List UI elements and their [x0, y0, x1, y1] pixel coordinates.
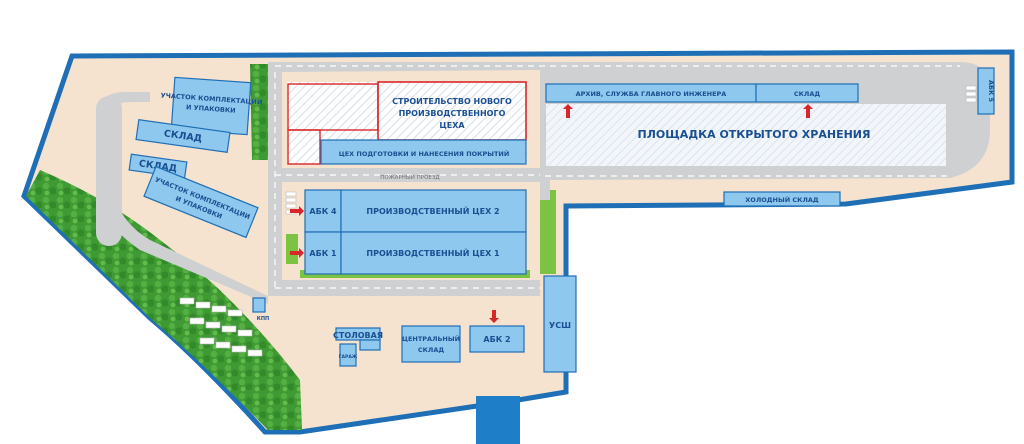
canteen-wing	[359, 339, 381, 351]
cold-warehouse[interactable]	[723, 191, 841, 207]
entrance-arrow-icon	[563, 104, 573, 118]
shop1-label: ПРОИЗВОДСТВЕННЫЙ ЦЕХ 1	[366, 247, 500, 258]
warehouse-ne[interactable]	[755, 83, 859, 103]
entrance-arrow-icon	[803, 104, 813, 118]
warehouse-w1[interactable]	[135, 119, 231, 153]
central-warehouse-label-line2: СКЛАД	[418, 346, 445, 354]
kpp-building[interactable]	[252, 297, 266, 313]
warehouse-ne-label: СКЛАД	[794, 90, 821, 98]
canteen-label: СТОЛОВАЯ	[333, 331, 383, 340]
warehouse-w1-label: СКЛАД	[163, 128, 203, 144]
ussh-label: УСШ	[549, 321, 571, 330]
fire-passage-label: ПОЖАРНЫЙ ПРОЕЗД	[380, 174, 440, 181]
ussh-building[interactable]	[543, 275, 577, 373]
abk1-building[interactable]	[304, 231, 342, 275]
entrance-arrow-icon	[290, 248, 304, 258]
central-warehouse[interactable]	[401, 325, 461, 363]
garage-label: ГАРАЖ	[339, 354, 358, 360]
construction-outline	[287, 129, 321, 165]
new-shop-label: СТРОИТЕЛЬСТВО НОВОГО ПРОИЗВОДСТВЕННОГО Ц…	[392, 97, 512, 130]
open-storage-area[interactable]	[546, 104, 946, 166]
pack-mid-building[interactable]	[143, 165, 259, 239]
new-shop-label-line3: ЦЕХА	[439, 121, 465, 130]
central-warehouse-label-line1: ЦЕНТРАЛЬНЫЙ	[402, 334, 460, 343]
abk1-label: АБК 1	[309, 249, 337, 258]
pack-top-label-line2: И УПАКОВКИ	[186, 103, 236, 114]
parking-west	[179, 297, 263, 357]
canteen-building[interactable]	[335, 327, 381, 341]
abk4-label: АБК 4	[309, 207, 337, 216]
grass-patch-east	[540, 190, 556, 274]
abk5-label: АБК 5	[987, 80, 995, 103]
cold-warehouse-label: ХОЛОДНЫЙ СКЛАД	[745, 195, 819, 204]
shop2-building[interactable]	[340, 189, 527, 233]
road-west-curve	[96, 91, 268, 304]
road-lane-dashes	[274, 65, 960, 290]
abk5-building[interactable]	[977, 67, 995, 115]
coating-shop[interactable]	[320, 139, 527, 165]
archive-label: АРХИВ, СЛУЖБА ГЛАВНОГО ИНЖЕНЕРА	[576, 90, 727, 98]
shop2-label: ПРОИЗВОДСТВЕННЫЙ ЦЕХ 2	[366, 205, 499, 216]
shop1-building[interactable]	[340, 231, 527, 275]
warehouse-w2-label: СКЛАД	[138, 158, 178, 174]
open-storage-label: ПЛОЩАДКА ОТКРЫТОГО ХРАНЕНИЯ	[638, 128, 871, 141]
new-shop-label-line1: СТРОИТЕЛЬСТВО НОВОГО	[392, 97, 512, 106]
forest-south	[26, 170, 302, 430]
abk4-building[interactable]	[304, 189, 342, 233]
new-shop-label-line2: ПРОИЗВОДСТВЕННОГО	[399, 109, 506, 118]
kpp-label: КПП	[257, 316, 269, 322]
grass-strip-north	[250, 64, 270, 160]
abk2-label: АБК 2	[483, 335, 510, 344]
grass-patch-west	[286, 234, 298, 264]
entrance-arrow-icon	[290, 206, 304, 216]
entrance-arrow-icon	[489, 310, 499, 323]
water-channel	[476, 396, 520, 444]
abk2-building[interactable]	[469, 325, 525, 353]
garage-building[interactable]	[339, 343, 357, 367]
coating-shop-label: ЦЕХ ПОДГОТОВКИ И НАНЕСЕНИЯ ПОКРЫТИЙ	[339, 149, 510, 158]
parking-abk5	[965, 85, 977, 103]
